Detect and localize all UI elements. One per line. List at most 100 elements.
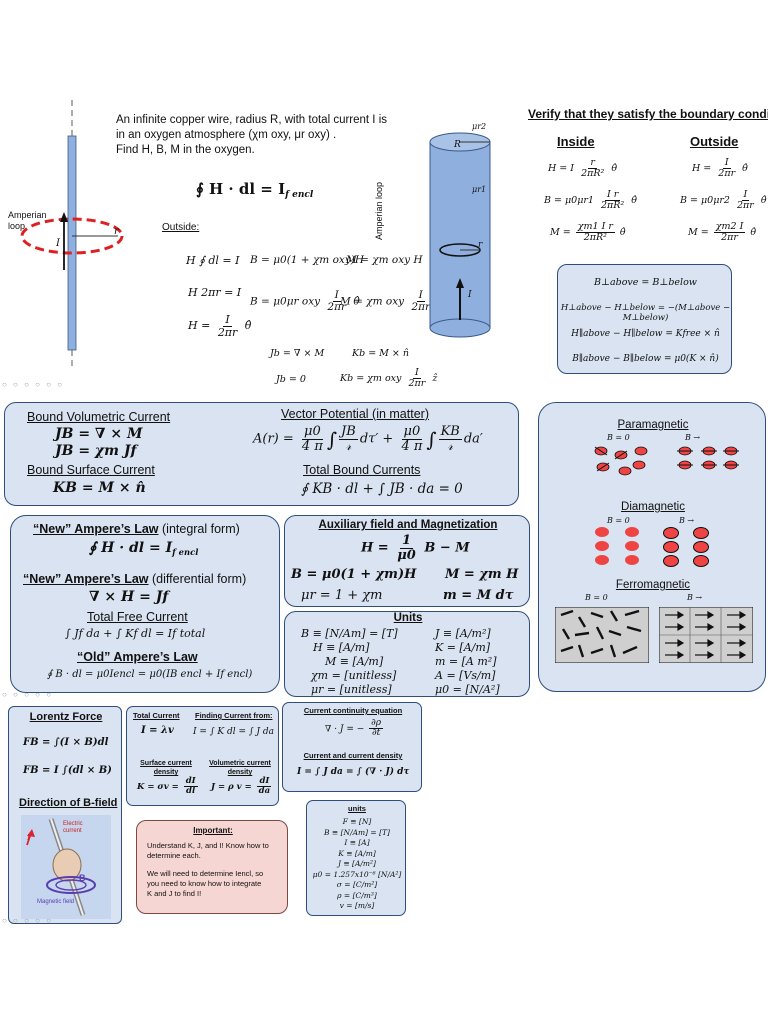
diff-form-label: (differential form) — [152, 572, 247, 586]
vol-density-title-2: density — [227, 769, 253, 776]
small-units-row: K ≡ [A/m] — [338, 848, 376, 858]
vector-potential-lhs: A(r) = — [253, 431, 294, 447]
units-title: Units — [393, 612, 423, 624]
cyl-R: R — [454, 140, 461, 150]
bc-b-perp: B⊥above = B⊥below — [594, 277, 697, 288]
small-units-row: J ≡ [A/m²] — [338, 859, 376, 868]
boundary-title: Verify that they satisfy the boundary co… — [528, 107, 768, 121]
b-field-direction-title: Direction of B-field — [19, 797, 118, 809]
integral-eq-main: ∮ H · dl = I — [89, 540, 173, 556]
outside-header: Outside — [690, 134, 739, 149]
new-diff-title: “New” Ampere’s Law — [23, 572, 149, 586]
ferro-title: Ferromagnetic — [615, 579, 691, 591]
magnetic-materials-box: Paramagnetic B = 0 B → Diamagnetic B = 0… — [538, 402, 766, 692]
problem-line-1: An infinite copper wire, radius R, with … — [116, 114, 388, 126]
eq-jb0: Jb = 0 — [276, 374, 306, 385]
aux-eq-h-lhs: H = — [361, 540, 389, 556]
eq-b-chi: B = μ0(1 + χm oxy)H — [250, 254, 365, 266]
important-line-3: We will need to determine Iencl, so — [147, 869, 264, 878]
continuity-eq-lhs: ∇ · J = − — [325, 724, 365, 735]
cyl-mu-r1: μr1 — [472, 185, 487, 194]
inside-label: Inside — [557, 134, 595, 149]
units-row-3-right: A = [Vs/m] — [435, 669, 496, 682]
units-box: Units B ≡ [N/Am] = [T] J ≡ [A/m²] H ≡ [A… — [284, 611, 530, 697]
surf-density-title-2: density — [153, 769, 179, 776]
cyl-mu-r2: μr2 — [472, 122, 487, 131]
units-row-0-left: B ≡ [N/Am] = [T] — [301, 627, 398, 640]
para-title: Paramagnetic — [617, 419, 689, 431]
current-density-eq: I = ∫ J da = ∫ (∇ · J) dτ — [297, 767, 410, 777]
faint-toolbar-bottom: ○ ○ ○ ○ ○ — [2, 916, 54, 925]
important-line-4: you need to know how to integrate — [147, 879, 262, 888]
vol-density-title-1: Volumetric current — [209, 760, 271, 767]
continuity-eq: ∇ · J = − ∂ρ∂t — [325, 718, 384, 739]
dia-domain — [693, 527, 709, 539]
free-eq: ∫ Jf da + ∫ Kf dl = If total — [65, 627, 206, 640]
bc-b-par: B∥above − B∥below = μ0(K × n̂) — [572, 354, 719, 364]
lorentz-eq2: FB = I ∫(dl × B) — [23, 765, 112, 776]
small-units-row: F ≡ [N] — [342, 817, 372, 826]
amperian-label-line1: Amperian — [8, 210, 47, 220]
eq-m-chi: M = χm oxy H — [346, 254, 423, 266]
eq-b-mur-text: B = μ0μr oxy — [250, 295, 321, 308]
ferro-b0: B = 0 — [585, 593, 608, 602]
boundary-conditions-box: B⊥above = B⊥below H⊥above − H⊥below = −(… — [557, 264, 732, 374]
cyl-I: I — [468, 290, 472, 300]
amperian-label: Amperian loop — [8, 210, 47, 232]
current-density-title: Current and current density — [303, 751, 403, 760]
wire-radius-label: r — [114, 226, 119, 237]
ferro-random-figure — [555, 607, 649, 663]
lorentz-box: Lorentz Force FB = ∫(I × B)dl FB = I ∫(d… — [8, 706, 122, 924]
aux-eq-m: M = χm H — [445, 567, 519, 582]
important-line-5: K and J to find I! — [147, 889, 202, 898]
aux-eq-mur: μr = 1 + χm — [301, 588, 383, 603]
dia-domain — [625, 527, 639, 537]
ferro-barrow: B → — [687, 593, 703, 602]
dia-domain — [595, 555, 609, 565]
dia-domain — [595, 527, 609, 537]
small-units-row: v = [m/s] — [339, 901, 375, 910]
total-bound-title: Total Bound Currents — [303, 463, 421, 477]
small-units-row: σ = [C/m²] — [336, 880, 378, 889]
small-units-row: I ≡ [A] — [344, 838, 370, 847]
continuity-title: Current continuity equation — [303, 706, 403, 715]
dia-title: Diamagnetic — [621, 501, 685, 513]
old-title: “Old” Ampere’s Law — [77, 650, 198, 664]
dia-domain — [693, 555, 709, 567]
fig-current-i: I — [27, 833, 31, 842]
ampere-law-top: ∮ H · dl = If encl — [196, 180, 313, 200]
total-current-title: Total Current — [133, 711, 180, 720]
units-row-3-left: χm = [unitless] — [311, 669, 397, 682]
surf-density-title-1: Surface current — [140, 760, 192, 767]
bc-h-par: H∥above − H∥below = Kfree × n̂ — [571, 329, 720, 339]
surf-density-title: Surface current density — [131, 759, 201, 777]
right-hand-rule-figure — [21, 815, 111, 919]
important-title: Important: — [193, 826, 233, 835]
eq-kb-full-text: Kb = χm oxy — [340, 372, 402, 384]
wire-current-label: I — [56, 238, 60, 249]
small-units-row: ρ = [C/m³] — [337, 890, 377, 900]
aux-eq-b: B = μ0(1 + χm)H — [291, 567, 417, 582]
cyl-r: r — [478, 240, 483, 250]
dia-domain — [625, 541, 639, 551]
problem-line-3: Find H, B, M in the oxygen. — [116, 144, 255, 156]
ferro-aligned-figure — [659, 607, 753, 663]
dia-domain — [663, 527, 679, 539]
dia-domain — [595, 541, 609, 551]
para-b0: B = 0 — [607, 433, 630, 442]
bound-vol-title: Bound Volumetric Current — [27, 410, 171, 424]
important-note: Important: Understand K, J, and I! Know … — [136, 820, 288, 914]
units-row-2-right: m = [A m²] — [435, 655, 497, 668]
cyl-amperian-label: Amperian loop — [374, 181, 384, 240]
lorentz-eq1: FB = ∫(I × B)dl — [23, 737, 109, 748]
